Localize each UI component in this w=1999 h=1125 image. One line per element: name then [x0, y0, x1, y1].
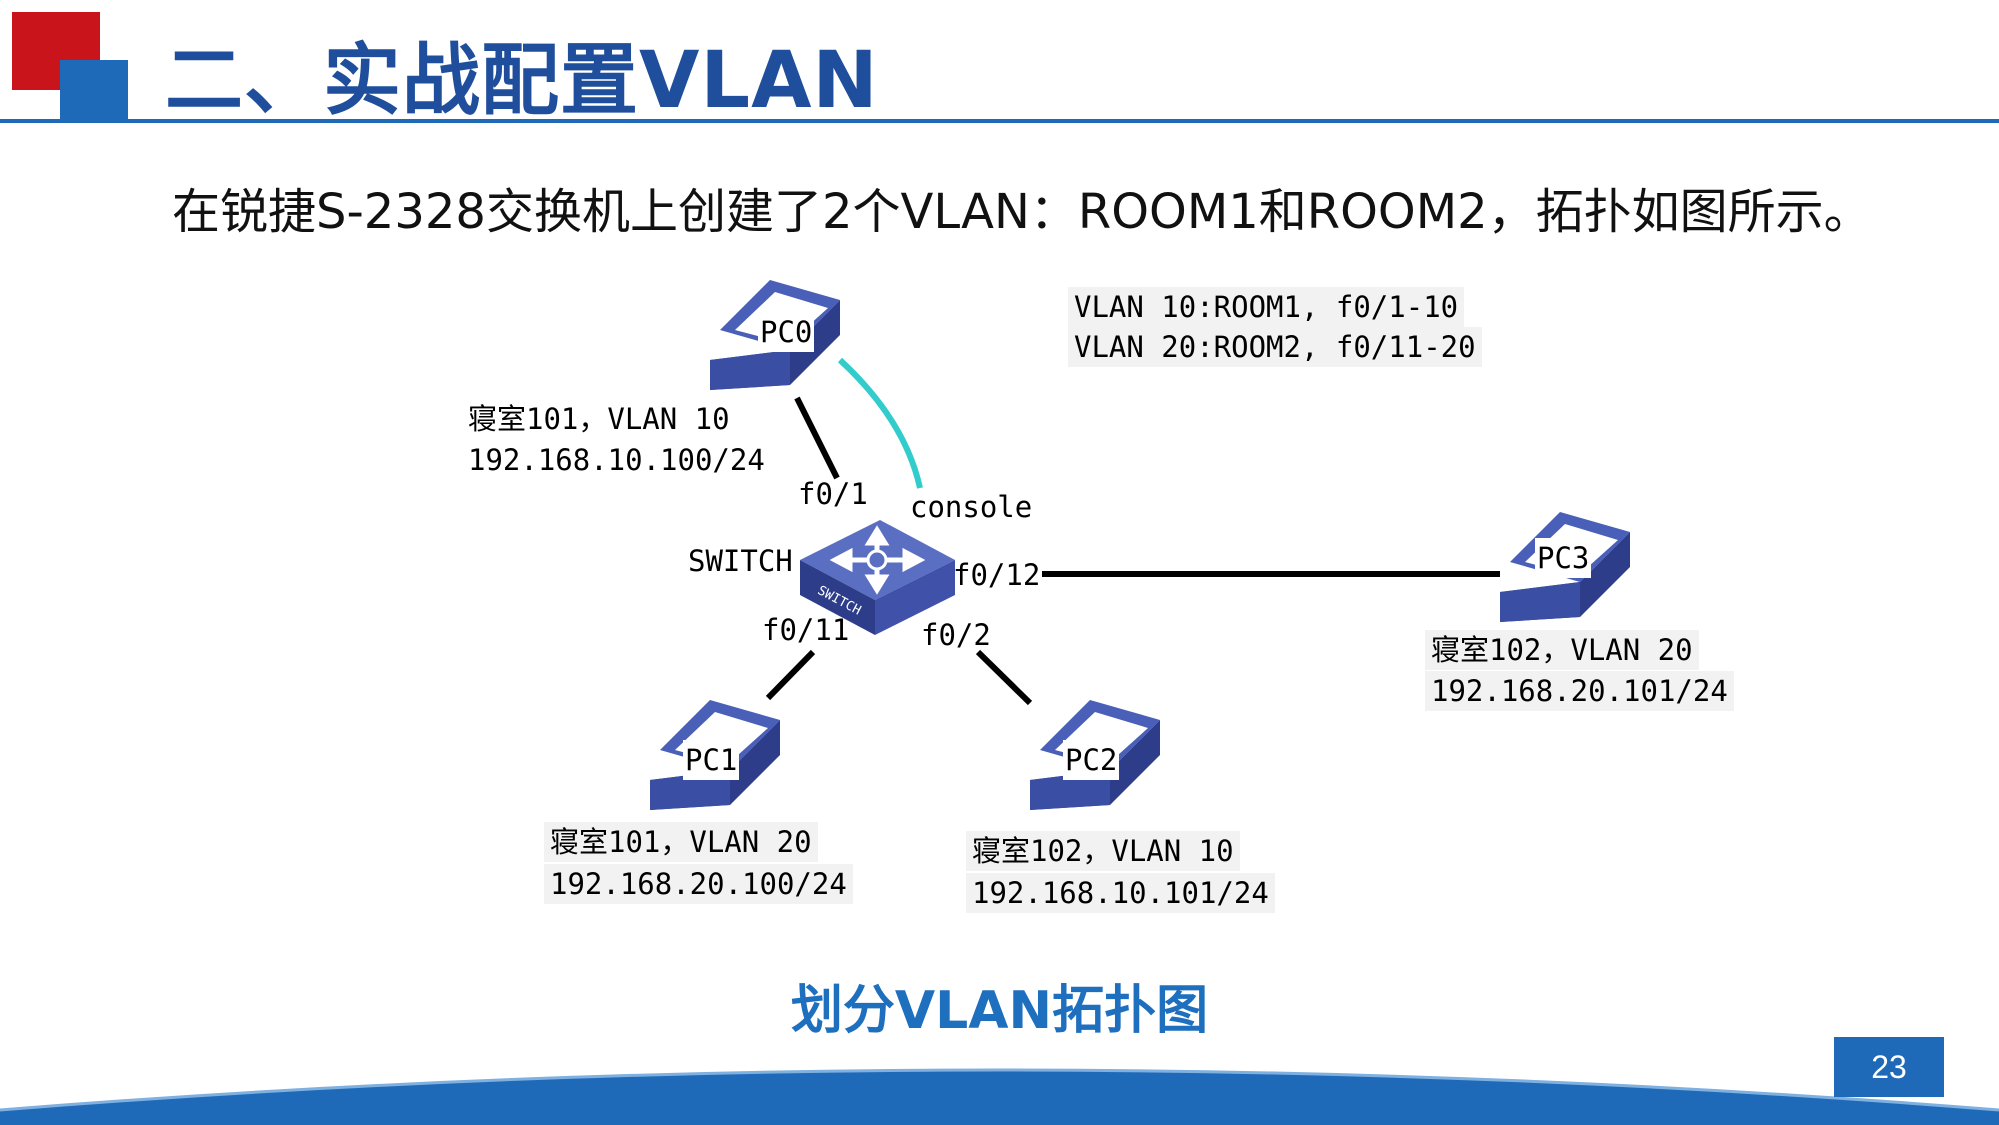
footer-wave-edge: [0, 1068, 1999, 1112]
switch-label: SWITCH: [688, 544, 793, 578]
pc2-info-line-2: 192.168.10.101/24: [966, 873, 1275, 913]
footer-wave: [0, 1070, 1999, 1125]
vlan-legend-line-1: VLAN 10:ROOM1, f0/1-10: [1068, 287, 1465, 327]
page-number: 23: [1834, 1037, 1944, 1097]
diagram-caption: 划分VLAN拓扑图: [790, 981, 1209, 1041]
pc3-info-line-2: 192.168.20.101/24: [1425, 671, 1734, 711]
vlan-legend-line-2: VLAN 20:ROOM2, f0/11-20: [1068, 327, 1482, 367]
pc0-info-line-2: 192.168.10.100/24: [468, 443, 765, 477]
pc1-info-line-2: 192.168.20.100/24: [544, 864, 853, 904]
port-f0-11: f0/11: [762, 613, 850, 647]
pc0-name: PC0: [758, 312, 815, 352]
port-f0-2: f0/2: [921, 618, 991, 652]
header-rule: [0, 119, 1999, 123]
link-console: [837, 357, 923, 489]
link-pc2-switch: [975, 649, 1033, 706]
port-f0-12: f0/12: [953, 558, 1041, 592]
link-pc1-switch: [765, 649, 816, 701]
switch-icon: SWITCH: [800, 520, 955, 635]
header-blue-square: [60, 60, 128, 122]
slide-subtitle: 在锐捷S-2328交换机上创建了2个VLAN：ROOM1和ROOM2，拓扑如图所…: [172, 184, 1872, 240]
pc1-name: PC1: [683, 740, 740, 780]
console-label: console: [910, 490, 1033, 524]
topology-links: [765, 357, 1500, 706]
link-pc0-switch: [794, 396, 840, 480]
port-f0-1: f0/1: [798, 477, 868, 511]
pc3-name: PC3: [1535, 538, 1592, 578]
pc2-info-line-1: 寝室102，VLAN 10: [966, 831, 1240, 871]
page-title: 二、实战配置VLAN: [165, 36, 879, 126]
pc2-name: PC2: [1063, 740, 1120, 780]
pc3-info-line-1: 寝室102，VLAN 20: [1425, 630, 1699, 670]
pc0-info-line-1: 寝室101，VLAN 10: [468, 402, 730, 436]
pc1-info-line-1: 寝室101，VLAN 20: [544, 822, 818, 862]
